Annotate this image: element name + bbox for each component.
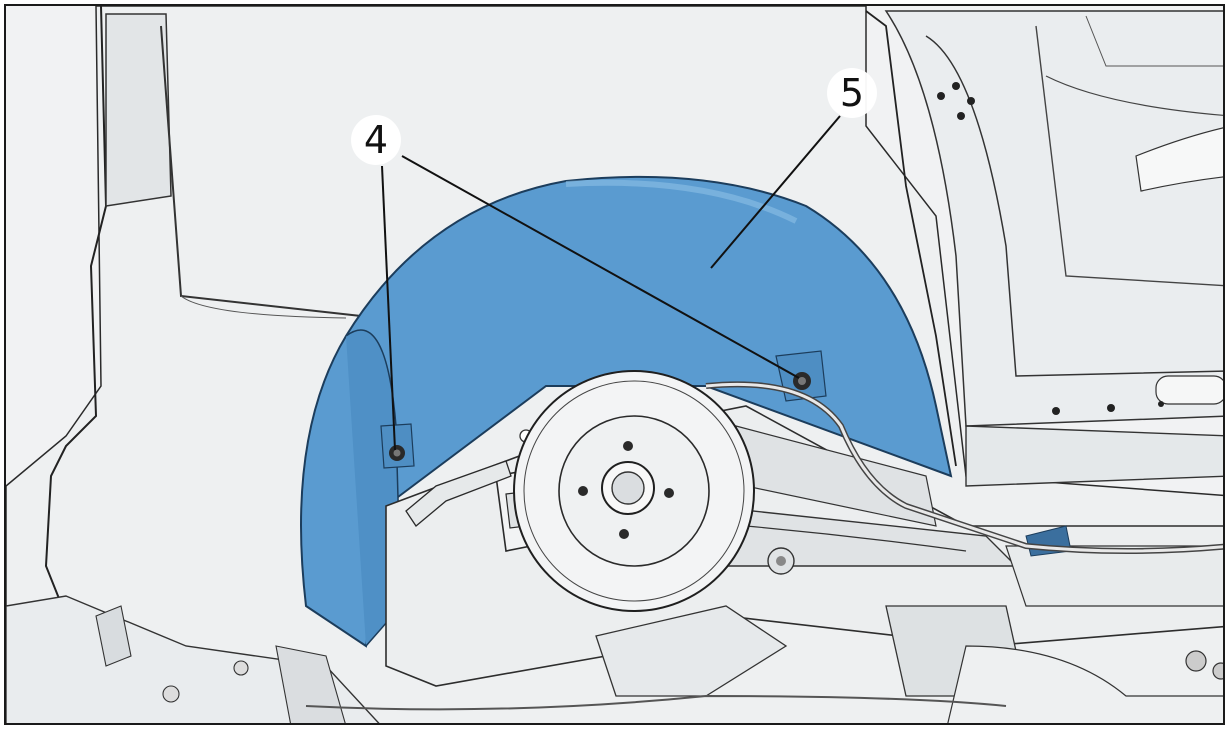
- diagram-frame: 4 5: [4, 4, 1225, 725]
- callout-5: 5: [827, 68, 877, 118]
- callout-5-label: 5: [839, 71, 865, 115]
- screw-icon-lower: [389, 445, 405, 461]
- callout-4: 4: [351, 115, 401, 165]
- illustration: [6, 6, 1223, 723]
- brake-disc: [513, 370, 755, 612]
- callout-4-label: 4: [363, 118, 389, 162]
- leader-lines: [381, 115, 841, 451]
- brake-cable: [305, 381, 1223, 711]
- door-frame-structure: [884, 10, 1223, 487]
- lower-left-structure: [6, 595, 380, 723]
- screw-icon-upper: [793, 372, 811, 390]
